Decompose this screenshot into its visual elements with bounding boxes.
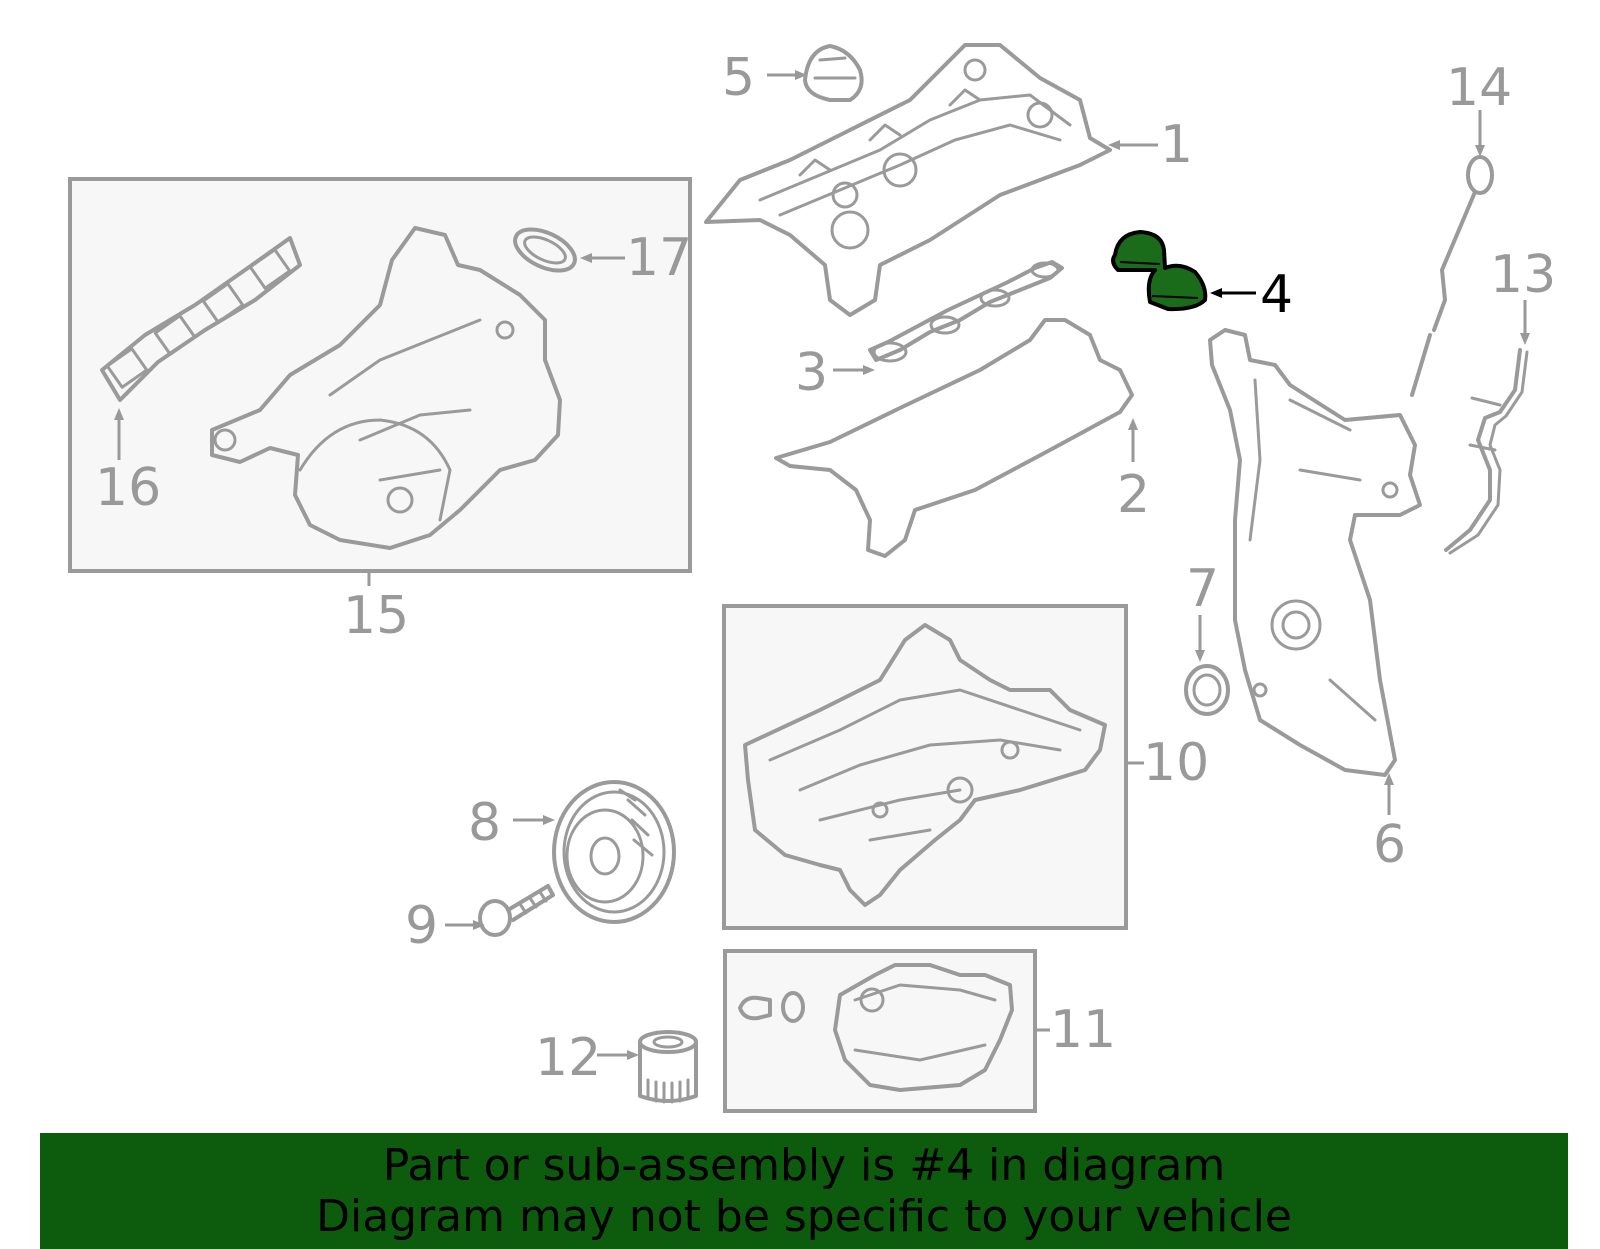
callout-6: 6 — [1373, 815, 1406, 875]
info-banner: Part or sub-assembly is #4 in diagram Di… — [40, 1133, 1568, 1249]
part-12-oil-filter — [638, 1030, 698, 1104]
callout-7: 7 — [1186, 559, 1219, 619]
callout-1: 1 — [1160, 115, 1193, 175]
callout-2: 2 — [1117, 465, 1150, 525]
part-10-upper-oil-pan — [743, 623, 1107, 907]
oil-pan-lower-assembly-box — [723, 949, 1037, 1113]
callout-3: 3 — [795, 343, 828, 403]
leader-lines — [114, 70, 1530, 1060]
part-1-valve-cover — [704, 43, 1112, 317]
part-17-throttle-gasket — [513, 227, 577, 273]
part-6-timing-cover — [1208, 328, 1422, 777]
part-8-pulley — [552, 780, 676, 924]
callout-13: 13 — [1490, 245, 1556, 305]
part-7-front-seal — [1184, 664, 1230, 716]
callout-8: 8 — [468, 793, 501, 853]
callout-17: 17 — [626, 228, 692, 288]
intake-manifold-assembly-box — [68, 177, 692, 573]
part-4-highlighted-cover — [1111, 230, 1208, 312]
callout-4: 4 — [1260, 265, 1293, 325]
part-15-intake-manifold — [210, 226, 562, 550]
part-5-filler-cap — [803, 44, 864, 102]
callout-16: 16 — [95, 458, 161, 518]
part-3-tube-gasket — [868, 260, 1064, 363]
callout-5: 5 — [722, 48, 755, 108]
banner-line-1: Part or sub-assembly is #4 in diagram — [382, 1140, 1226, 1191]
part-4-shape — [1111, 230, 1208, 312]
callout-12: 12 — [535, 1028, 601, 1088]
part-11-lower-oil-pan — [738, 963, 1014, 1092]
callout-15: 15 — [343, 586, 409, 646]
part-16-intake-gasket — [100, 236, 302, 402]
oil-pan-upper-assembly-box — [722, 604, 1128, 930]
callout-11: 11 — [1050, 1000, 1116, 1060]
part-2-cover-gasket — [774, 318, 1134, 558]
part-9-bolt — [478, 884, 555, 937]
callout-10: 10 — [1143, 733, 1209, 793]
callout-9: 9 — [405, 896, 438, 956]
banner-line-2: Diagram may not be specific to your vehi… — [316, 1191, 1292, 1242]
callout-14: 14 — [1446, 58, 1512, 118]
part-14-dipstick — [1410, 155, 1494, 397]
part-13-dipstick-tube — [1444, 348, 1529, 555]
